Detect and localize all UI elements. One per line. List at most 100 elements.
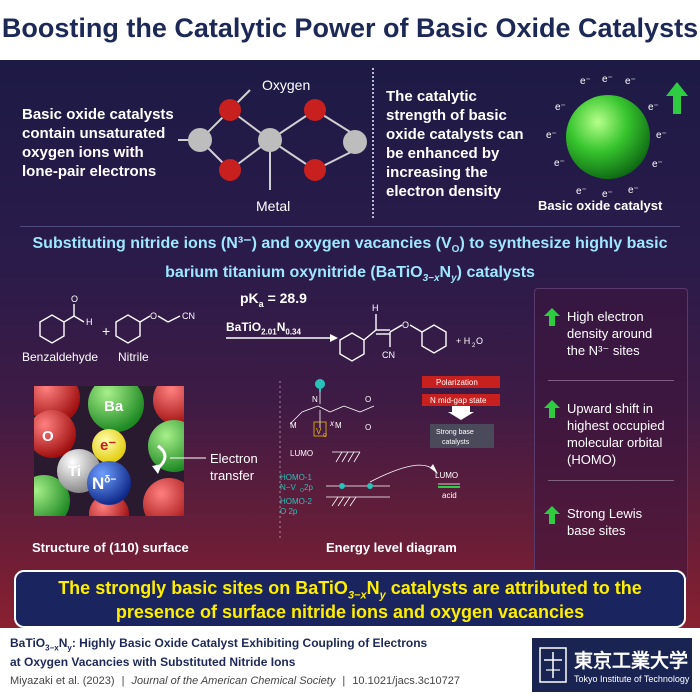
- o-label: O: [365, 423, 371, 432]
- logo-en-text: Tokyo Institute of Technology: [574, 674, 690, 684]
- text-line: oxide catalysts can: [386, 126, 524, 143]
- energy-caption: Energy level diagram: [326, 540, 457, 555]
- citation-doi[interactable]: 10.1021/jacs.3c10727: [352, 675, 460, 687]
- lumo-acid-label: LUMO: [435, 471, 458, 480]
- panel-divider: [548, 380, 674, 381]
- title-part: N: [58, 636, 68, 650]
- surface-caption: Structure of (110) surface: [32, 540, 189, 555]
- n-label: Nδ−: [92, 474, 116, 494]
- up-arrow-icon: [544, 506, 560, 524]
- text-line: strength of basic: [386, 107, 507, 124]
- paper-title-line-1: BaTiO3−xNy: Highly Basic Oxide Catalyst …: [10, 636, 520, 655]
- citation: Miyazaki et al. (2023) | Journal of the …: [10, 675, 460, 687]
- text-line: electron density: [386, 183, 502, 200]
- title-part: BaTiO: [10, 636, 46, 650]
- pka-part: pK: [240, 290, 259, 306]
- product-cn: CN: [382, 350, 395, 360]
- title-part: : Highly Basic Oxide Catalyst Exhibiting…: [71, 636, 428, 650]
- electron-label: e⁻: [580, 76, 591, 87]
- strong-base-label: Strong base: [436, 429, 474, 436]
- electron-label: e⁻: [625, 76, 636, 87]
- electron-label: e⁻: [652, 159, 663, 170]
- conclusion-part: The strongly basic sites on BaTiO: [58, 578, 348, 598]
- oxygen-atom: [219, 99, 241, 121]
- subheading-line-2: barium titanium oxynitride (BaTiO3−xNy) …: [30, 261, 670, 290]
- m-label: M: [290, 421, 297, 430]
- page-title: Boosting the Catalytic Power of Basic Ox…: [1, 13, 699, 43]
- text-line: Strong Lewis: [567, 506, 643, 521]
- electron-transfer-arrow: [152, 444, 206, 474]
- product-h: H: [372, 303, 379, 313]
- text-line: (HOMO): [567, 452, 617, 467]
- paper-title: BaTiO3−xNy: Highly Basic Oxide Catalyst …: [10, 636, 520, 669]
- vo-sub: O: [323, 433, 327, 439]
- ba-label: Ba: [104, 398, 124, 415]
- benzaldehyde-label: Benzaldehyde: [22, 350, 99, 364]
- property-panel: [534, 288, 688, 580]
- water-sub: 2: [472, 343, 476, 349]
- reaction-scheme: O H O CN H O CN + H 2 O +: [39, 294, 483, 362]
- electron-label: e⁻: [576, 186, 587, 197]
- conclusion-box: The strongly basic sites on BaTiO3−xNy c…: [14, 570, 686, 628]
- text-line: contain unsaturated: [22, 125, 166, 142]
- citation-journal: Journal of the American Chemical Society: [131, 675, 336, 687]
- electron-label: e⁻: [628, 185, 639, 196]
- n-label: N: [312, 395, 318, 404]
- homo1-label-2: N−V: [280, 483, 296, 492]
- electron-labels: e⁻ e⁻ e⁻ e⁻ e⁻ e⁻ e⁻ e⁻ e⁻ e⁻ e⁻ e⁻: [546, 74, 667, 200]
- nitrile-cn: CN: [182, 311, 195, 321]
- electron-label: e⁻: [555, 102, 566, 113]
- electron-label: e⁻: [602, 189, 613, 200]
- homo1-sub: O: [300, 488, 304, 494]
- energy-level-diagram: M M N O O V O x: [279, 376, 500, 541]
- text-line: highest occupied: [567, 418, 665, 433]
- catalyst-sub: 0.34: [285, 327, 301, 337]
- homo1-end: 2p: [304, 483, 313, 492]
- homo2-label: HOMO-2: [280, 497, 313, 506]
- polarization-label: Polarization: [436, 378, 478, 387]
- conclusion-part: catalysts are attributed to the: [385, 578, 642, 598]
- lumo-label: LUMO: [290, 449, 313, 458]
- oxide-lattice-diagram: [178, 89, 367, 190]
- subheading-part: ) to synthesize highly basic: [459, 235, 668, 252]
- text-line: Basic oxide catalysts: [22, 106, 174, 123]
- nitrile-o: O: [150, 311, 157, 321]
- label-line: transfer: [210, 468, 255, 483]
- text-line: base sites: [567, 523, 626, 538]
- conclusion-sub: y: [379, 589, 386, 602]
- benzaldehyde-h: H: [86, 317, 93, 327]
- up-arrow-icon: [666, 82, 688, 114]
- divider: [372, 68, 374, 218]
- catalyst-part: N: [276, 320, 286, 334]
- electron-label: e⁻: [648, 102, 659, 113]
- pka-sub: a: [258, 298, 264, 309]
- text-line: High electron: [567, 309, 644, 324]
- top-left-text: Basic oxide catalysts contain unsaturate…: [22, 105, 174, 181]
- electron-label: e⁻: [602, 74, 613, 85]
- university-logo: 東京工業大学 Tokyo Institute of Technology: [532, 638, 692, 692]
- catalyst-sub: 2.01: [261, 327, 277, 337]
- university-emblem-icon: [539, 647, 567, 683]
- pka-value: = 28.9: [263, 290, 307, 306]
- mid-gap-label: N mid-gap state: [430, 396, 487, 405]
- title-sub: y: [67, 643, 72, 653]
- oxygen-label: Oxygen: [262, 77, 311, 93]
- product-o: O: [402, 320, 409, 330]
- o-label: O: [365, 395, 371, 404]
- homo2-label-2: O 2p: [280, 507, 298, 516]
- electron-label: e⁻: [100, 437, 117, 454]
- separator: [20, 226, 680, 227]
- conclusion-part: N: [366, 578, 380, 598]
- surface-spheres: [34, 386, 184, 516]
- paper-title-line-2: at Oxygen Vacancies with Substituted Nit…: [10, 655, 296, 670]
- benzaldehyde-o: O: [71, 294, 78, 304]
- n-part: N: [92, 474, 105, 493]
- text-line: oxygen ions with: [22, 144, 144, 161]
- up-arrow-icon: [544, 400, 560, 418]
- property-homo-shift: Upward shift in highest occupied molecul…: [567, 400, 665, 468]
- electron-label: e⁻: [546, 130, 557, 141]
- logo-jp-text: 東京工業大学: [574, 650, 689, 672]
- homo1-label: HOMO-1: [280, 473, 313, 482]
- subheading-sub: y: [451, 273, 457, 285]
- catalyst-formula: BaTiO2.01N0.34: [226, 320, 301, 336]
